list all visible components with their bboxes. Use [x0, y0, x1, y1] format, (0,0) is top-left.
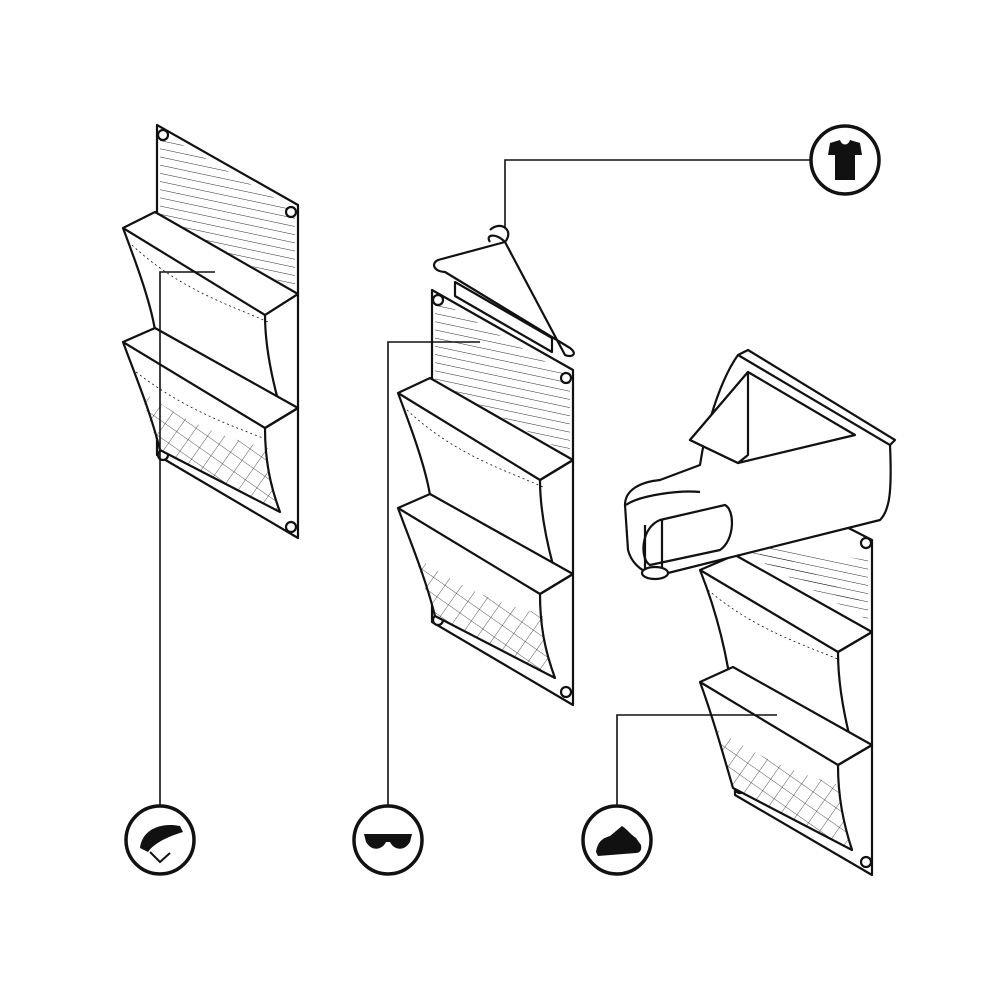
upper-pocket-rim [397, 392, 574, 482]
clamp-jaw [642, 503, 733, 567]
jersey-icon [809, 124, 881, 196]
upper-pocket-rim [122, 227, 299, 317]
clothes-hanger [432, 234, 575, 358]
callout-line-sunglasses [387, 341, 480, 805]
screw [284, 520, 298, 534]
screw [284, 205, 298, 219]
lower-pocket-seam [135, 371, 269, 441]
screw [859, 536, 873, 550]
clamp-screw [643, 520, 664, 570]
panel-stripes [160, 132, 295, 290]
screw [559, 685, 573, 699]
callout-line-shoe [616, 714, 777, 805]
clamp-top-edge [737, 348, 897, 446]
callout-line-helmet [159, 271, 215, 805]
lower-pocket-rim [397, 507, 574, 596]
panel-stripes [435, 298, 570, 455]
lower-pocket-mesh [415, 556, 555, 678]
cycling-shoe-icon [581, 804, 653, 876]
screw [156, 128, 170, 142]
clamp-inner-face [688, 370, 750, 465]
lower-pocket-rim [699, 681, 873, 767]
screw [859, 855, 873, 869]
lower-pocket-rim [122, 341, 299, 430]
wall-organizer [121, 123, 300, 540]
lower-pocket-mesh [715, 728, 852, 850]
upper-pocket-seam [707, 589, 841, 661]
screw [431, 293, 445, 307]
callout-line-jersey [504, 159, 810, 228]
sunglasses-icon [352, 804, 424, 876]
hanger-organizer [396, 224, 575, 707]
lower-pocket-mesh [140, 390, 280, 512]
upper-pocket-seam [131, 244, 269, 323]
clamp-screw-knob [640, 565, 670, 581]
cycling-helmet-icon [124, 804, 196, 876]
screw [559, 371, 573, 385]
hanger-bar [453, 280, 554, 354]
upper-pocket-rim [699, 569, 873, 654]
upper-pocket-seam [406, 409, 544, 488]
clamp-organizer [623, 348, 897, 877]
